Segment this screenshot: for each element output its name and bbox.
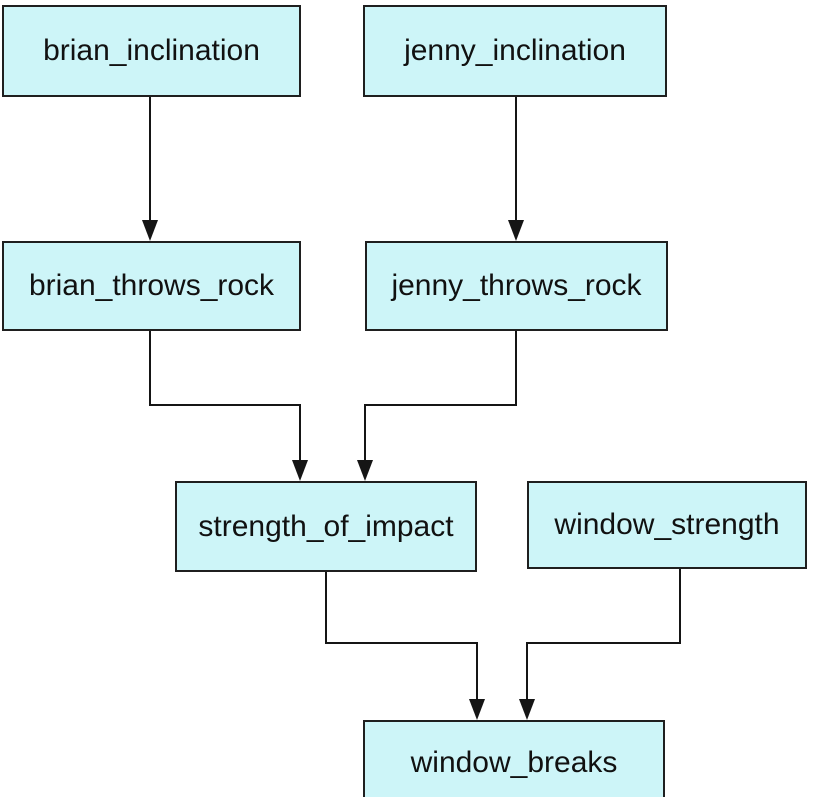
edge-strength-of-impact-to-window-breaks: [325, 572, 485, 720]
node-label: brian_inclination: [43, 34, 260, 67]
node-brian-inclination: brian_inclination: [2, 5, 301, 97]
node-label: jenny_throws_rock: [391, 269, 642, 302]
node-label: jenny_inclination: [404, 34, 626, 67]
arrowhead-icon: [142, 220, 158, 241]
arrowhead-icon: [357, 460, 373, 481]
edge-jenny-inclination-to-jenny-throws-rock: [508, 97, 524, 241]
edge-brian-throws-rock-to-strength-of-impact: [149, 331, 308, 481]
edge-window-strength-to-window-breaks: [519, 569, 681, 720]
arrowhead-icon: [508, 220, 524, 241]
node-jenny-inclination: jenny_inclination: [363, 5, 667, 97]
arrowhead-icon: [469, 699, 485, 720]
node-brian-throws-rock: brian_throws_rock: [2, 241, 301, 331]
arrowhead-icon: [292, 460, 308, 481]
arrowhead-icon: [519, 699, 535, 720]
node-strength-of-impact: strength_of_impact: [175, 481, 477, 572]
node-label: brian_throws_rock: [28, 269, 275, 302]
node-window-strength: window_strength: [527, 481, 807, 569]
node-label: window_strength: [554, 508, 780, 541]
node-label: strength_of_impact: [198, 509, 454, 543]
edge-brian-inclination-to-brian-throws-rock: [142, 97, 158, 241]
node-label: window_breaks: [410, 746, 618, 779]
node-window-breaks: window_breaks: [363, 720, 665, 797]
edge-jenny-throws-rock-to-strength-of-impact: [357, 331, 517, 481]
node-jenny-throws-rock: jenny_throws_rock: [365, 241, 668, 331]
